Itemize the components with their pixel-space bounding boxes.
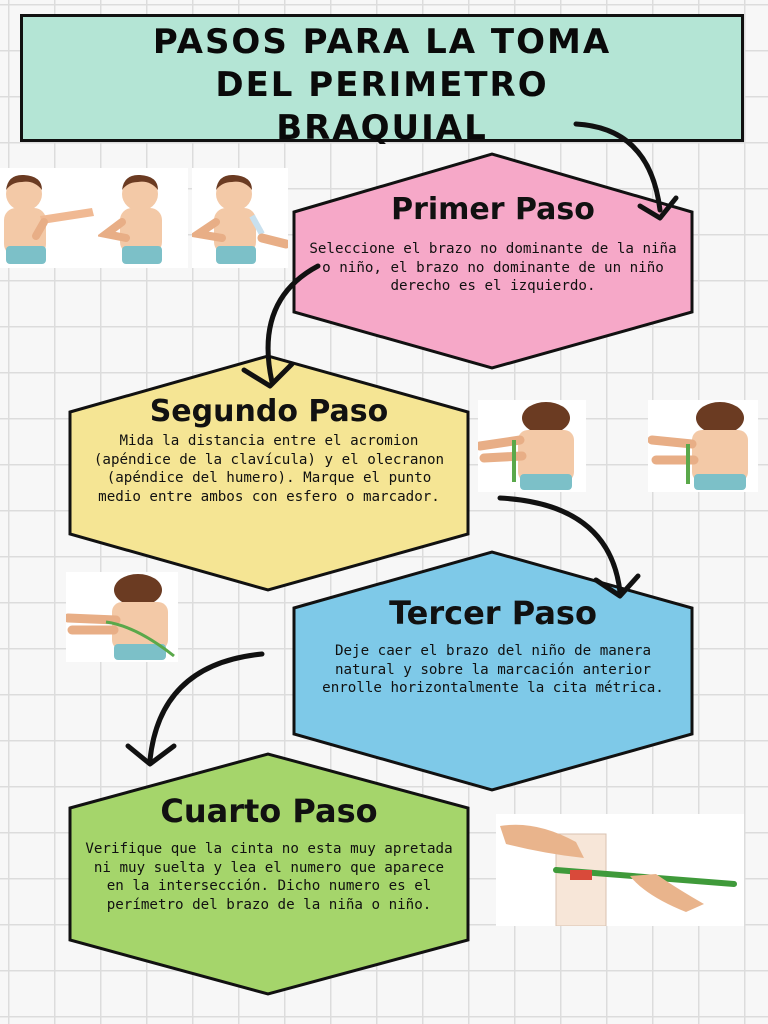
arm-tape-reading-image	[496, 814, 744, 926]
page-title: PASOS PARA LA TOMA DEL PERIMETRO BRAQUIA…	[23, 17, 741, 150]
child-front-arm-bent-image	[98, 168, 188, 268]
title-banner: PASOS PARA LA TOMA DEL PERIMETRO BRAQUIA…	[20, 14, 744, 148]
step-3-heading: Tercer Paso	[389, 594, 597, 632]
step-2-card: Segundo Paso Mida la distancia entre el …	[66, 352, 472, 594]
step-3-card: Tercer Paso Deje caer el brazo del niño …	[290, 548, 696, 794]
child-front-arm-measure-image	[192, 168, 288, 268]
step-4-text: Verifique que la cinta no esta muy apret…	[85, 841, 453, 913]
step-4-card: Cuarto Paso Verifique que la cinta no es…	[66, 750, 472, 998]
step-3-text: Deje caer el brazo del niño de manera na…	[322, 643, 664, 697]
title-line-1: PASOS PARA LA TOMA	[152, 22, 612, 62]
title-line-3: BRAQUIAL	[276, 108, 488, 148]
step-1-card: Primer Paso Seleccione el brazo no domin…	[290, 150, 696, 372]
child-back-arm-tape-image	[66, 572, 178, 662]
step-4-heading: Cuarto Paso	[160, 792, 378, 830]
step-1-heading: Primer Paso	[391, 192, 595, 227]
child-front-pointing-shoulder-image	[0, 168, 98, 268]
title-line-2: DEL PERIMETRO	[215, 65, 549, 105]
step-1-text: Seleccione el brazo no dominante de la n…	[309, 241, 677, 295]
arrow-step-3-to-step-4	[147, 651, 265, 763]
step-2-heading: Segundo Paso	[149, 394, 389, 429]
child-back-measuring-tape-image	[478, 400, 586, 492]
step-2-text: Mida la distancia entre el acromion (apé…	[93, 433, 445, 505]
child-back-marking-image	[648, 400, 758, 492]
